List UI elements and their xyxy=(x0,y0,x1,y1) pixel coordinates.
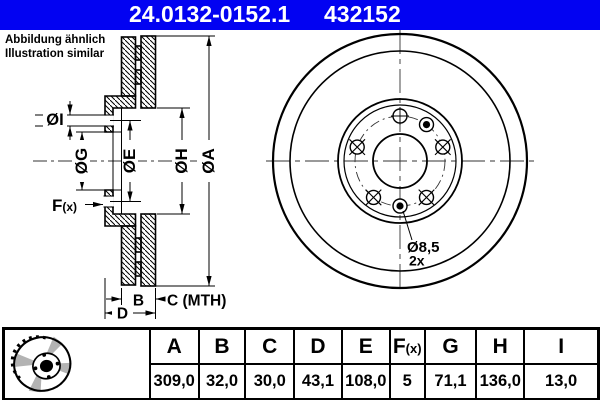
header-cell-f: F(x) xyxy=(388,327,426,365)
value-cell-c: 30,0 xyxy=(244,363,296,400)
value-cell-i: 13,0 xyxy=(523,363,600,400)
label-hole-dia: Ø8,5 xyxy=(407,239,440,256)
label-dia-g: ØG xyxy=(72,148,91,174)
header-cell-b: B xyxy=(197,327,247,365)
label-hole-count: 2x xyxy=(409,253,425,269)
col-label: H xyxy=(492,334,508,358)
col-label: I xyxy=(558,334,565,358)
header-cell-d: D xyxy=(293,327,343,365)
section-view: ØI ØG ØE ØH ØA F(x) B C (MTH) D xyxy=(33,35,226,323)
header-bar: 24.0132-0152.1 432152 xyxy=(0,0,600,30)
value-cell-a: 309,0 xyxy=(148,363,200,400)
label-dia-e: ØE xyxy=(120,149,139,174)
label-b: B xyxy=(133,293,144,310)
col-label: E xyxy=(358,334,373,358)
value-cell-e: 108,0 xyxy=(340,363,391,400)
locating-holes xyxy=(392,116,435,214)
value-cell-b: 32,0 xyxy=(197,363,247,400)
header-cell-i: I xyxy=(523,327,600,365)
illustration-note: Abbildung ähnlich Illustration similar xyxy=(5,33,105,62)
label-dia-a: ØA xyxy=(199,148,218,174)
header-cell-a: A xyxy=(148,327,200,365)
header-cell-g: G xyxy=(423,327,478,365)
note-line-de: Abbildung ähnlich xyxy=(5,34,106,46)
label-c-mth: C (MTH) xyxy=(167,293,226,310)
bolt-holes xyxy=(349,107,451,206)
value-cell-g: 71,1 xyxy=(423,363,478,400)
leader-line xyxy=(402,210,413,241)
part-number: 24.0132-0152.1 xyxy=(129,1,291,27)
disc-circles xyxy=(271,32,529,290)
label-f: F(x) xyxy=(52,196,77,215)
col-label: G xyxy=(442,334,459,358)
reference-number: 432152 xyxy=(324,1,401,27)
dimension-table: A B C D E F(x) G H I 309,0 32,0 30,0 43,… xyxy=(2,327,600,400)
label-dia-i: ØI xyxy=(46,111,63,129)
header-cell-c: C xyxy=(244,327,296,365)
front-view: Ø8,5 2x xyxy=(266,30,534,292)
value-cell-f: 5 xyxy=(388,363,426,400)
brake-disc-icon xyxy=(10,335,72,393)
header-cell-h: H xyxy=(475,327,526,365)
technical-drawing: ØI ØG ØE ØH ØA F(x) B C (MTH) D xyxy=(33,30,534,323)
header-cell-e: E xyxy=(340,327,391,365)
col-label: D xyxy=(310,334,326,358)
note-line-en: Illustration similar xyxy=(5,48,105,61)
section-inner-edges xyxy=(103,108,122,214)
disc-thumbnail-cell xyxy=(2,327,151,400)
col-label-sub: (x) xyxy=(405,340,422,356)
label-dia-h: ØH xyxy=(172,148,191,174)
section-hatched-body xyxy=(104,35,157,287)
col-label: B xyxy=(214,334,230,358)
value-cell-d: 43,1 xyxy=(293,363,343,400)
label-backgrounds xyxy=(43,108,217,320)
col-label: F xyxy=(392,334,406,358)
col-label: C xyxy=(262,334,278,358)
col-label: A xyxy=(166,334,182,358)
label-d: D xyxy=(117,306,128,323)
value-cell-h: 136,0 xyxy=(475,363,526,400)
